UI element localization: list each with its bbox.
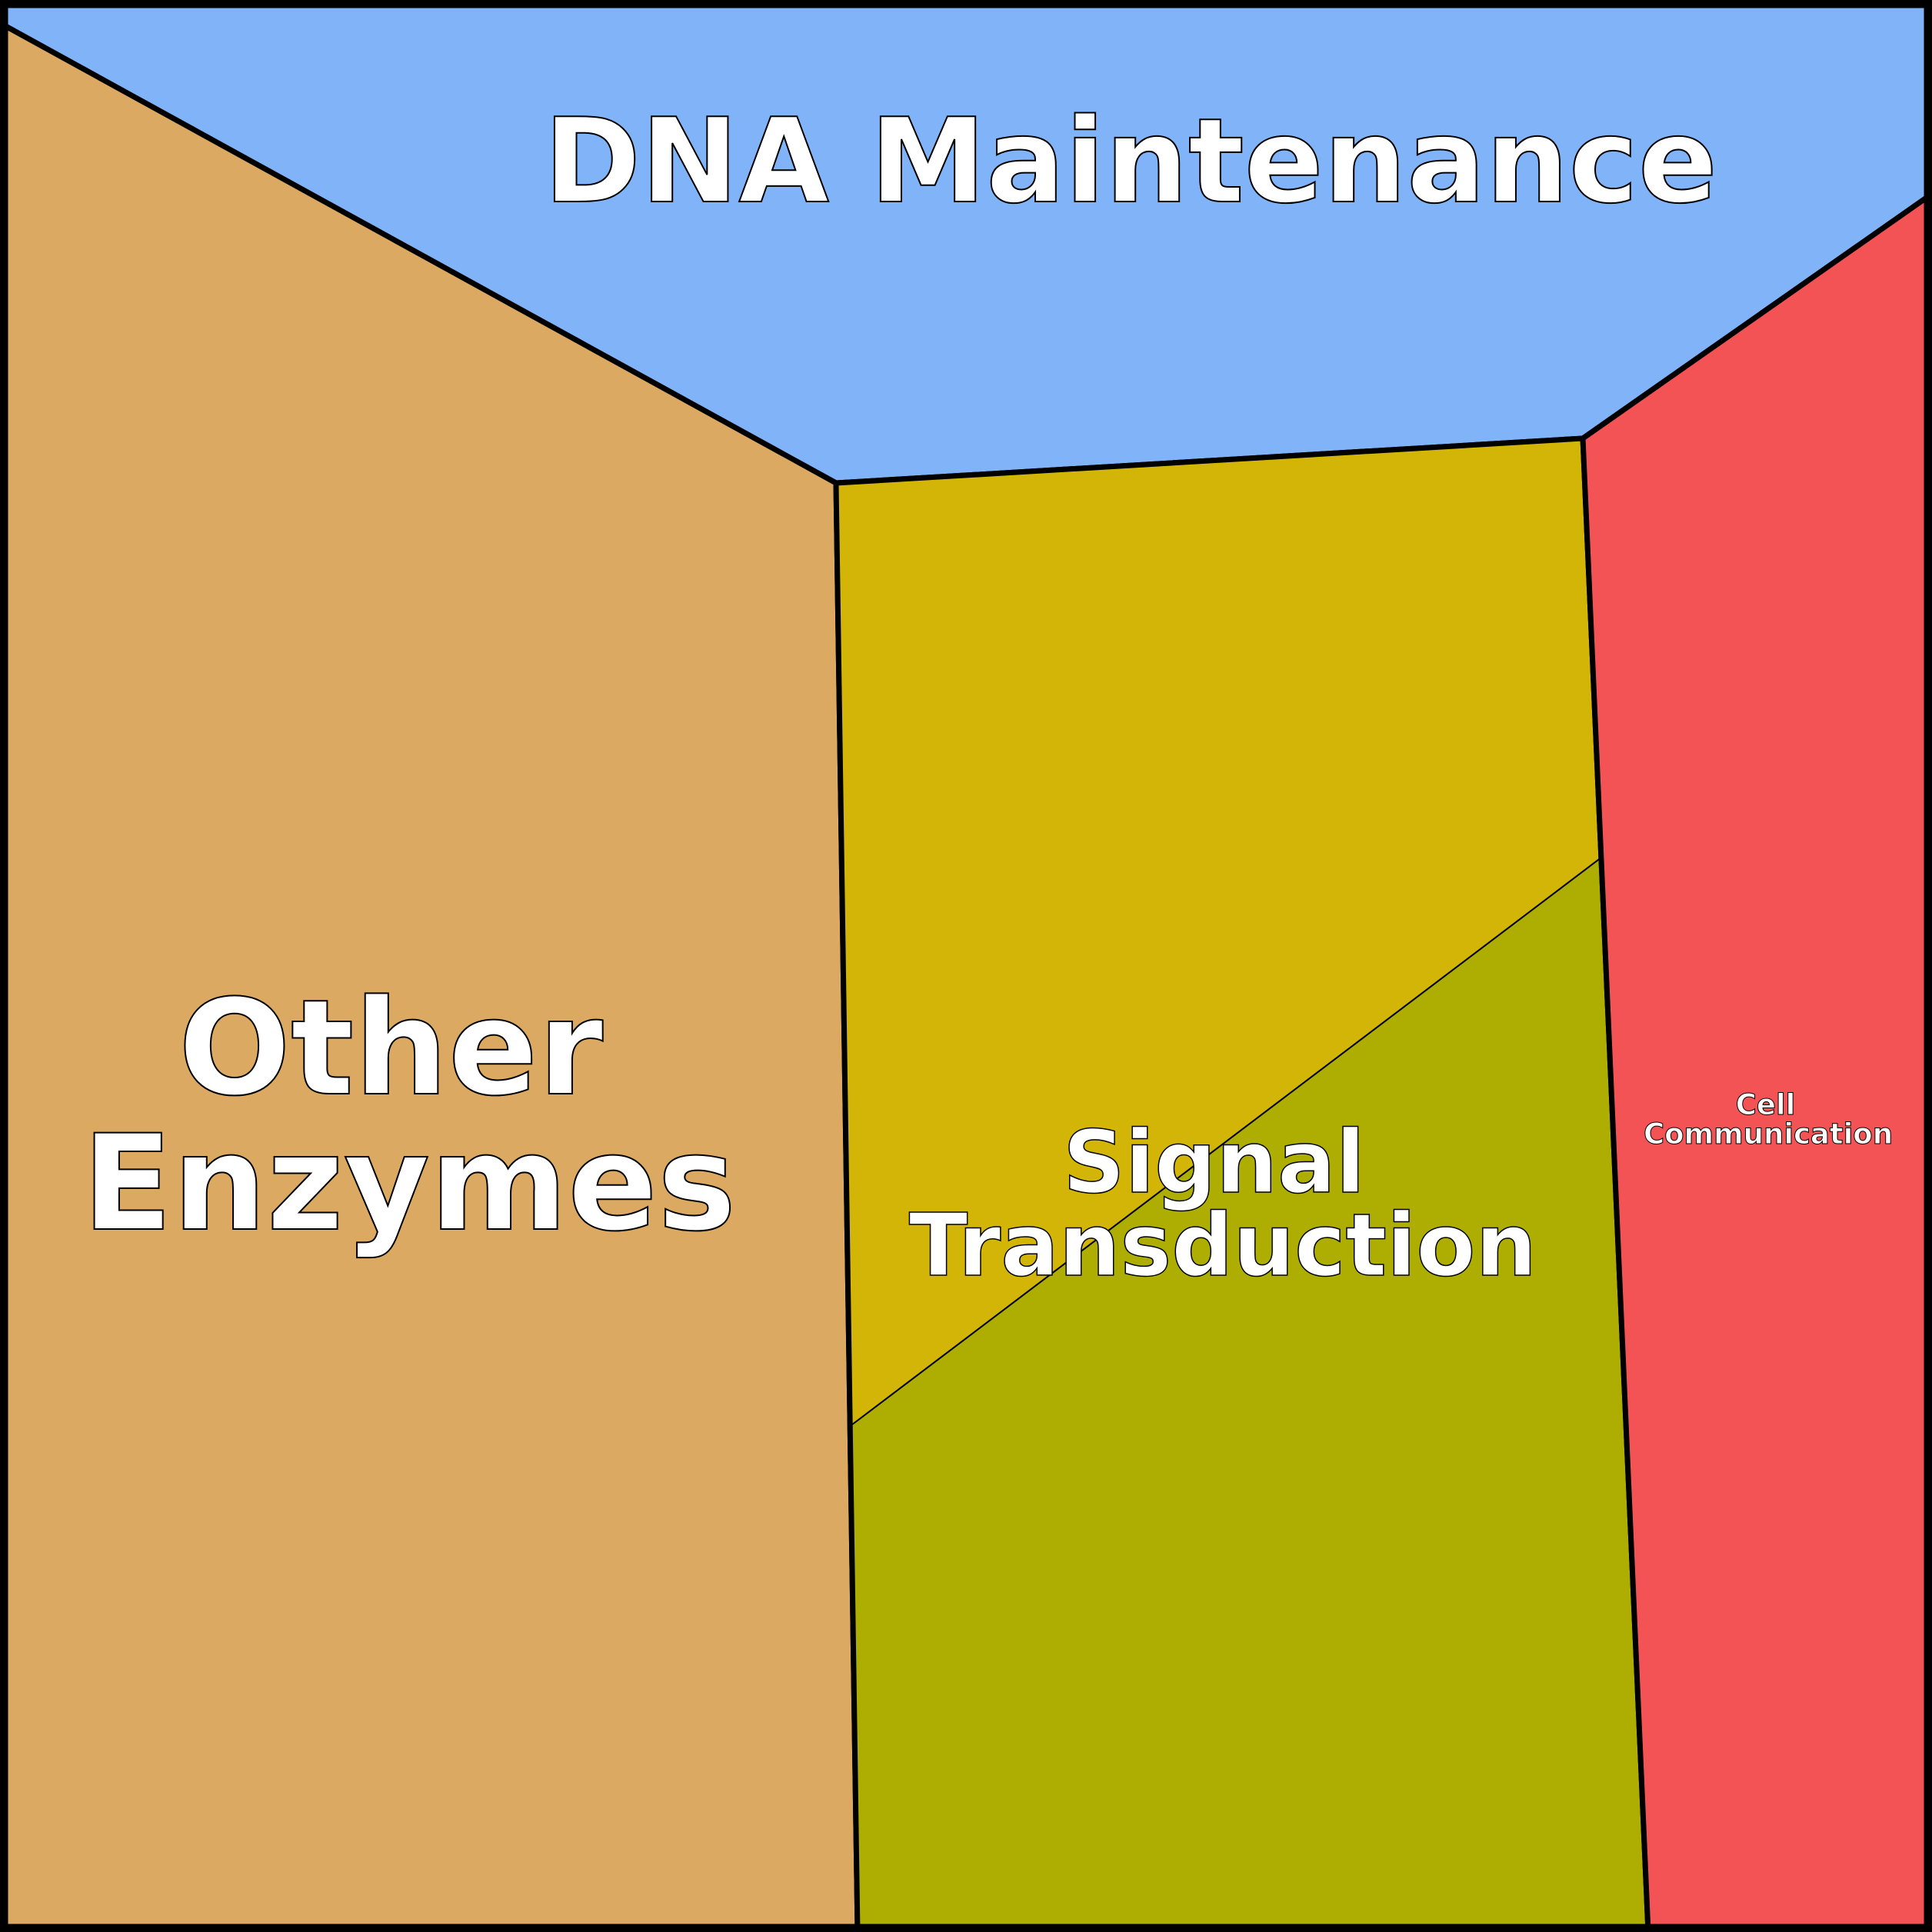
label-signal-transduction: Signal Transduction xyxy=(909,1113,1537,1296)
label-line: DNA Maintenance xyxy=(544,93,1717,229)
label-dna-maintenance: DNA Maintenance xyxy=(544,93,1717,229)
label-line: Signal xyxy=(1063,1113,1365,1213)
label-line: Cell xyxy=(1736,1088,1796,1121)
label-line: Other xyxy=(178,971,604,1125)
label-line: Transduction xyxy=(909,1196,1537,1296)
label-line: Communication xyxy=(1644,1118,1893,1151)
label-cell-communication: Cell Communication xyxy=(1644,1088,1893,1151)
label-line: Enzymes xyxy=(82,1106,736,1261)
label-other-enzymes: Other Enzymes xyxy=(82,971,736,1261)
region-other-enzymes xyxy=(0,20,861,1932)
region-signal-transduction-outline xyxy=(833,435,1651,1932)
region-cell-communication xyxy=(1580,191,1932,1932)
